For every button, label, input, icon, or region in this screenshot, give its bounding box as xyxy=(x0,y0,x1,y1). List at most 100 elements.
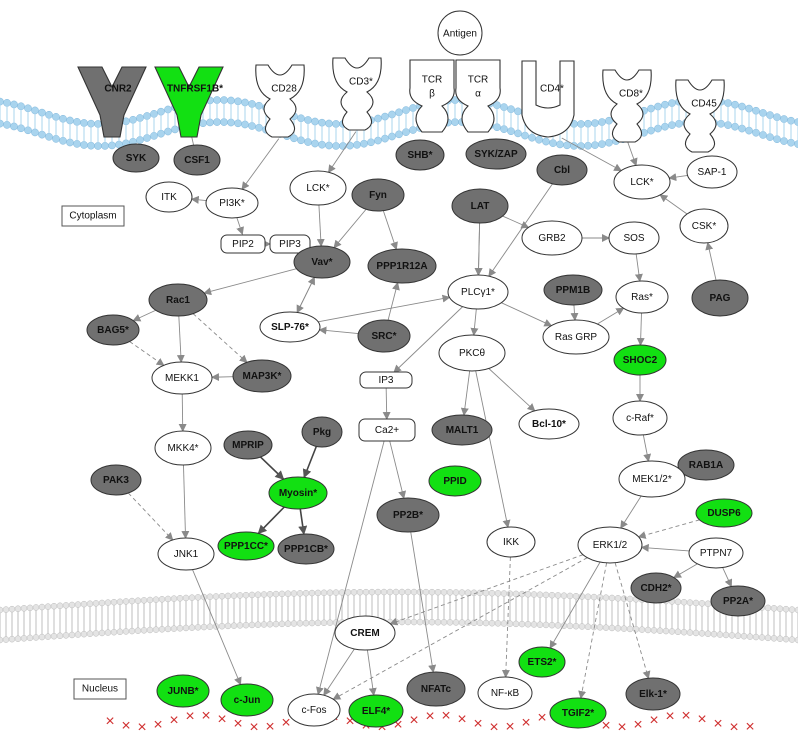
node-label: RAB1A xyxy=(689,460,723,471)
dna-mark: × xyxy=(409,712,418,729)
node-sykzap: SYK/ZAP xyxy=(465,138,527,170)
node-label: PPID xyxy=(443,476,466,487)
node-tgif2: TGIF2* xyxy=(549,697,607,729)
receptor-label: CD28 xyxy=(271,84,297,95)
edge xyxy=(614,562,651,680)
edge xyxy=(460,370,471,417)
nucleus-region-label: Nucleus xyxy=(73,678,127,700)
dna-mark: × xyxy=(425,708,434,725)
node-craf: c-Raf* xyxy=(612,400,668,436)
node-label: Myosin* xyxy=(279,488,317,499)
node-label: JUNB* xyxy=(167,686,198,697)
node-lck2: LCK* xyxy=(613,164,671,200)
edge xyxy=(128,492,174,541)
node-pkg: Pkg xyxy=(301,416,343,448)
node-label: Rac1 xyxy=(166,295,190,306)
node-label: LCK* xyxy=(630,177,653,188)
node-map3k: MAP3K* xyxy=(232,359,292,393)
node-ppm1b: PPM1B xyxy=(543,274,603,306)
edge xyxy=(636,312,645,347)
receptor-label: CD8* xyxy=(619,89,643,100)
node-label: TGIF2* xyxy=(562,708,594,719)
node-ppp1cb: PPP1CB* xyxy=(277,533,335,565)
edge xyxy=(192,313,248,364)
node-label: PP2A* xyxy=(723,596,753,607)
node-pip3: PIP3 xyxy=(269,234,311,254)
node-ip3: IP3 xyxy=(359,371,413,389)
edge xyxy=(259,456,285,480)
dna-mark: × xyxy=(137,719,146,736)
receptor-label: CD45 xyxy=(691,99,717,110)
edge xyxy=(318,294,451,323)
receptor-label: CD4* xyxy=(540,84,564,95)
dna-mark: × xyxy=(633,717,642,734)
node-label: SHB* xyxy=(407,150,432,161)
receptor-cd45: CD45 xyxy=(675,79,725,153)
edge xyxy=(488,368,536,412)
node-label: SRC* xyxy=(371,331,396,342)
node-label: BAG5* xyxy=(97,325,129,336)
dna-mark: × xyxy=(393,717,402,734)
node-label: MKK4* xyxy=(167,443,198,454)
nucleus-label: Nucleus xyxy=(82,684,118,695)
edge xyxy=(705,241,717,281)
node-jnk1: JNK1 xyxy=(157,537,215,571)
edge xyxy=(190,195,207,204)
node-ppp1r12a: PPP1R12A xyxy=(367,248,437,284)
node-vav: Vav* xyxy=(293,245,351,279)
node-rab1a: RAB1A xyxy=(677,449,735,481)
edge xyxy=(178,393,187,433)
node-label: CSF1 xyxy=(184,155,210,166)
node-label: MAP3K* xyxy=(243,371,282,382)
edge xyxy=(181,464,190,540)
edge xyxy=(333,208,367,249)
edge xyxy=(132,309,156,322)
cytoplasm-label: Cytoplasm xyxy=(69,211,116,222)
receptor-label: α xyxy=(475,89,481,100)
edge xyxy=(620,495,642,529)
node-label: SOS xyxy=(623,233,644,244)
node-label: SYK/ZAP xyxy=(474,149,518,160)
edge xyxy=(210,373,234,382)
node-label: Fyn xyxy=(369,190,387,201)
node-pi3k: PI3K* xyxy=(205,187,259,219)
dna-mark: × xyxy=(105,713,114,730)
node-ca2: Ca2+ xyxy=(358,418,416,442)
edge xyxy=(328,131,357,174)
receptor-label: CD3* xyxy=(349,77,373,88)
dna-mark: × xyxy=(249,719,258,736)
edge xyxy=(640,543,690,552)
node-csk: CSK* xyxy=(679,208,729,244)
node-label: PI3K* xyxy=(219,198,245,209)
dna-mark: × xyxy=(457,711,466,728)
node-label: PPM1B xyxy=(556,285,590,296)
node-elf4: ELF4* xyxy=(348,694,404,728)
edge xyxy=(302,446,318,479)
edge xyxy=(176,315,185,364)
node-ppp1cc: PPP1CC* xyxy=(217,531,275,561)
dna-mark: × xyxy=(233,716,242,733)
dna-mark: × xyxy=(649,712,658,729)
node-mprip: MPRIP xyxy=(223,430,273,460)
node-label: IP3 xyxy=(378,375,393,386)
node-label: Ras* xyxy=(631,292,653,303)
node-label: NFATc xyxy=(421,684,452,695)
receptor-cnr2: CNR2 xyxy=(77,66,147,138)
dna-mark: × xyxy=(473,716,482,733)
node-label: IKK xyxy=(503,537,519,548)
antigen-label: Antigen xyxy=(443,29,477,40)
node-label: CSK* xyxy=(692,221,717,232)
node-pp2a: PP2A* xyxy=(710,585,766,617)
node-ppid: PPID xyxy=(428,465,482,497)
node-mekk1: MEKK1 xyxy=(151,361,213,395)
node-label: Vav* xyxy=(311,257,332,268)
node-nfkb: NF-κB xyxy=(477,676,533,710)
edge xyxy=(316,204,325,248)
edge xyxy=(389,554,584,626)
edge xyxy=(382,387,391,421)
node-erk12: ERK1/2 xyxy=(577,526,643,564)
edge xyxy=(318,326,359,335)
